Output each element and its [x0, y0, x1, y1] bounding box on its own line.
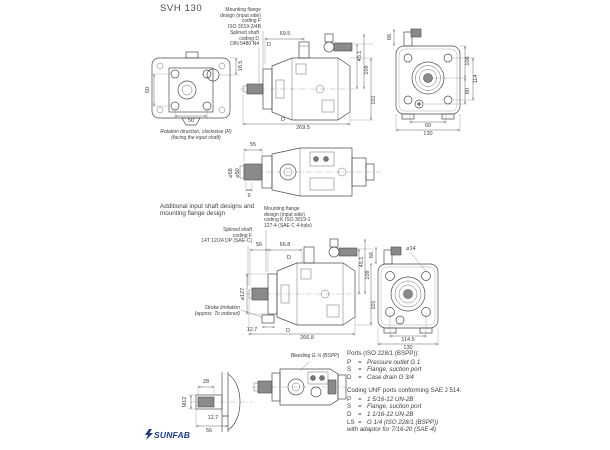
- dim-rear1-bottom-inner: 60: [424, 123, 432, 129]
- flange1-annotation: Mounting flange design (input side) codi…: [220, 7, 261, 30]
- lightning-icon: [145, 429, 153, 440]
- sae-splined-shaft: [251, 287, 269, 301]
- center-bore-circle: [177, 80, 197, 100]
- dim-side2-top: 66.8: [279, 242, 291, 248]
- dim-rear1-right-mid: 80: [465, 87, 471, 95]
- port-row: P = 1 5/16-12 UN-2B: [347, 395, 414, 403]
- rear-view-2-drawing: [375, 246, 439, 346]
- pressure-fitting: [333, 42, 353, 52]
- dim-top1-dia-outer: ⌀58: [228, 168, 234, 178]
- rear-view-1-drawing: [393, 28, 475, 132]
- dim-side1-right-bot: 101: [371, 95, 377, 105]
- bottom-view-drawing: [252, 361, 352, 406]
- dim-top1-bottom: 9: [247, 193, 251, 199]
- dim-side2-shaft-len: 56: [255, 242, 263, 248]
- port-code-marker: D: [287, 255, 291, 261]
- sunfab-logo: SUNFAB: [145, 429, 190, 440]
- dim-side2-right-top: 45.1: [359, 256, 365, 268]
- shaft-code-marker: D: [267, 42, 271, 48]
- side-view-1-drawing: [240, 33, 373, 126]
- dim-rear2-bottom: 130: [403, 345, 413, 351]
- port-row: D = Case drain G 3/4: [347, 374, 414, 382]
- dim-side1-right-top: 45.1: [357, 50, 363, 62]
- dim-rear1-right-bot: 114: [473, 74, 479, 84]
- dim-front-right: 18.5: [238, 60, 244, 72]
- shaft-detail-drawing: [188, 372, 252, 432]
- dim-rear1-right-top: 108: [465, 56, 471, 66]
- dim-side2-pilot: ⌀127: [240, 287, 246, 301]
- splined-shaft: [246, 83, 264, 95]
- dim-side1-length: 269.5: [296, 125, 310, 131]
- brand-name: SUNFAB: [154, 429, 191, 440]
- dim-front-bottom: 50: [187, 118, 195, 124]
- dim-shaftdetail-mid: 12.7: [207, 415, 219, 421]
- dim-rear2-top: 66: [369, 251, 375, 259]
- bleeding-note: Bleeding G ¼ (BSPP): [290, 353, 340, 359]
- ports-legend: Ports (ISO 228/1 (BSPP)): P = Pressure o…: [347, 350, 462, 434]
- dim-front-left: 50: [145, 86, 151, 94]
- port-row: S = Flange, suction port: [347, 403, 422, 411]
- dim-rear1-bottom: 130: [423, 131, 433, 137]
- front-view-drawing: [151, 51, 239, 126]
- dim-shaftdetail-top: 28: [202, 379, 210, 385]
- port-row: D = 1 1/16-12 UN-2B: [347, 410, 414, 418]
- unf-ports-header: Coding UNF ports conforming SAE J 514:: [347, 386, 462, 394]
- port-row: P = Pressure outlet G 1: [347, 358, 421, 366]
- drain-port-marker: D: [281, 117, 285, 123]
- stroke-limiter-screw: [261, 314, 275, 324]
- stroke-limitation-note: Stroke limitation (approx. To ordered): [194, 305, 240, 317]
- shaft1-annotation: Splined shaft coding D DIN 5480 N4: [230, 30, 259, 47]
- dim-rear2-hole: ⌀14: [406, 246, 416, 252]
- shaft2-annotation: Splined shaft coding F 14T 12/24 DP (SAE…: [201, 227, 252, 244]
- dim-side1-right-mid: 109: [364, 65, 370, 75]
- port-row: LS = G 1/4 (ISO 228/1 (BSPP)): [347, 418, 439, 426]
- dim-shaftdetail-bottom: 56: [205, 428, 213, 434]
- side-view-2-drawing: [245, 238, 373, 336]
- drain-port-circle: [414, 99, 424, 109]
- dim-shaftdetail-thread: M12: [182, 396, 188, 408]
- rotation-note: Rotation direction, clockwise (R) (facin…: [160, 129, 232, 141]
- additional-designs-heading: Additional input shaft designs and mount…: [160, 203, 255, 218]
- bleeding-port-circle: [310, 386, 322, 398]
- top-view-1-drawing: [236, 147, 382, 197]
- bsp-ports-header: Ports (ISO 228/1 (BSPP)):: [347, 350, 420, 357]
- page-title: SVH 130: [160, 3, 203, 14]
- unf-adaptor-note: with adaptor for 7/16-20 (SAE-4): [347, 426, 437, 434]
- port-row: S = Flange, suction port: [347, 366, 422, 374]
- dim-side1-top: 69.5: [279, 31, 291, 37]
- dim-top1-top: 55: [249, 142, 257, 148]
- drain-port-marker-2: D: [286, 328, 290, 334]
- dim-side2-right-mid: 109: [365, 270, 371, 280]
- dim-side2-right-bot: 101: [371, 300, 377, 310]
- annotation-leaders-top: [258, 31, 264, 83]
- dim-rear2-bolt-spacing: 114.5: [401, 337, 415, 343]
- dim-side2-bottom-left: 12.7: [246, 327, 258, 333]
- dim-rear1-top: 66: [387, 33, 393, 41]
- annotation-leaders-middle: [240, 230, 267, 318]
- flange2-annotation: Mounting flange design (input side) codi…: [264, 206, 312, 229]
- dim-top1-dia-inner: ⌀50: [235, 168, 241, 178]
- dim-side2-length: 266.8: [300, 335, 314, 341]
